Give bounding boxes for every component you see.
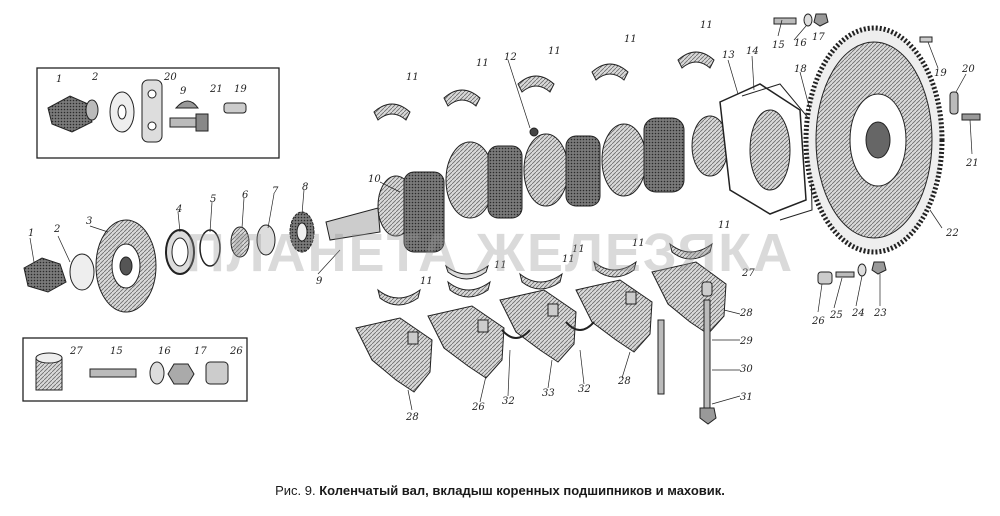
flywheel-lock-plate bbox=[949, 91, 981, 121]
callout-4: 4 bbox=[175, 204, 182, 215]
callout-16: 16 bbox=[794, 38, 807, 49]
callout-b26: 26 bbox=[229, 346, 243, 357]
callout-21a: 21 bbox=[209, 84, 223, 95]
callout-28a: 28 bbox=[739, 308, 753, 319]
inset-box-bottom: 27 15 16 17 26 bbox=[22, 337, 248, 402]
callout-20a: 20 bbox=[163, 72, 177, 83]
callout-11g: 11 bbox=[494, 260, 507, 271]
callout-numbers: 1 2 3 4 5 6 7 8 9 10 12 13 14 15 16 17 1… bbox=[28, 20, 979, 423]
callout-22: 22 bbox=[945, 228, 959, 239]
figure-caption: Рис. 9. Коленчатый вал, вкладыш коренных… bbox=[0, 483, 1000, 498]
inset-lock-plate bbox=[141, 79, 163, 143]
callout-17: 17 bbox=[812, 32, 825, 43]
inset-box-top: 1 2 20 9 21 19 bbox=[36, 67, 280, 159]
callout-2a: 2 bbox=[91, 72, 98, 83]
leader-lines bbox=[29, 19, 973, 411]
flywheel-washer bbox=[803, 13, 829, 27]
callout-26: 26 bbox=[811, 316, 825, 327]
callout-7: 7 bbox=[272, 186, 279, 197]
cap-bolts bbox=[657, 281, 717, 425]
callout-25: 25 bbox=[829, 310, 843, 321]
inset-washer bbox=[109, 91, 135, 133]
callout-26a: 26 bbox=[471, 402, 485, 413]
callout-11k: 11 bbox=[572, 244, 585, 255]
callout-24: 24 bbox=[851, 308, 865, 319]
front-washer bbox=[69, 253, 95, 291]
inset-washer-2 bbox=[149, 361, 165, 385]
upper-bearing-shells bbox=[373, 51, 715, 121]
callout-9: 9 bbox=[316, 276, 323, 287]
inset-pulley-hub bbox=[47, 95, 99, 133]
callout-31: 31 bbox=[740, 392, 753, 403]
callout-14: 14 bbox=[746, 46, 759, 57]
inset-key bbox=[174, 100, 199, 109]
callout-5: 5 bbox=[210, 194, 216, 205]
flywheel-bolt bbox=[773, 17, 797, 25]
caption-prefix: Рис. 9. bbox=[275, 483, 316, 498]
timing-gear bbox=[289, 211, 315, 253]
callout-10: 10 bbox=[368, 174, 381, 185]
inset-bushing bbox=[35, 352, 63, 391]
callout-20: 20 bbox=[961, 64, 975, 75]
callout-13: 13 bbox=[722, 50, 735, 61]
callout-29: 29 bbox=[739, 336, 753, 347]
crankshaft bbox=[325, 115, 729, 253]
crankshaft-pulley bbox=[95, 219, 157, 313]
spacer-ring bbox=[230, 224, 276, 258]
callout-23: 23 bbox=[873, 308, 887, 319]
callout-11f: 11 bbox=[420, 276, 433, 287]
callout-b27: 27 bbox=[69, 346, 83, 357]
callout-11d: 11 bbox=[624, 34, 637, 45]
inset-pin bbox=[223, 102, 247, 114]
dowel-sleeves bbox=[407, 291, 637, 345]
callout-12: 12 bbox=[504, 52, 517, 63]
callout-11b: 11 bbox=[476, 58, 489, 69]
inset-bolt bbox=[169, 113, 209, 132]
callout-27: 27 bbox=[741, 268, 755, 279]
callout-9a: 9 bbox=[180, 86, 187, 97]
callout-b15: 15 bbox=[110, 346, 123, 357]
callout-28b: 28 bbox=[405, 412, 419, 423]
callout-11h: 11 bbox=[562, 254, 575, 265]
callout-11c: 11 bbox=[548, 46, 561, 57]
callout-18: 18 bbox=[794, 64, 807, 75]
callout-1: 1 bbox=[28, 228, 34, 239]
rear-seal-housing bbox=[719, 83, 841, 221]
callout-11i: 11 bbox=[632, 238, 645, 249]
callout-19: 19 bbox=[934, 68, 947, 79]
right-fasteners bbox=[817, 261, 887, 285]
caption-title: Коленчатый вал, вкладыш коренных подшипн… bbox=[319, 483, 725, 498]
callout-11a: 11 bbox=[406, 72, 419, 83]
front-hub bbox=[23, 257, 67, 293]
inset-nut bbox=[167, 363, 195, 385]
callout-30: 30 bbox=[740, 364, 753, 375]
thrust-washers bbox=[501, 321, 595, 339]
callout-21: 21 bbox=[965, 158, 979, 169]
callout-33: 33 bbox=[542, 388, 555, 399]
callout-b17: 17 bbox=[194, 346, 207, 357]
flywheel bbox=[803, 25, 945, 255]
lower-bearing-shells bbox=[377, 242, 713, 306]
callout-32a: 32 bbox=[502, 396, 515, 407]
callout-28c: 28 bbox=[617, 376, 631, 387]
oil-seal bbox=[165, 229, 195, 275]
callout-3: 3 bbox=[86, 216, 92, 227]
callout-11j: 11 bbox=[718, 220, 731, 231]
inset-sleeve bbox=[205, 361, 229, 385]
callout-11e: 11 bbox=[700, 20, 713, 31]
callout-32b: 32 bbox=[578, 384, 591, 395]
callout-2: 2 bbox=[53, 224, 60, 235]
callout-1a: 1 bbox=[56, 74, 62, 85]
callout-19a: 19 bbox=[234, 84, 247, 95]
callout-6: 6 bbox=[242, 190, 249, 201]
callout-8: 8 bbox=[302, 182, 308, 193]
callout-15: 15 bbox=[772, 40, 785, 51]
locating-pin bbox=[919, 36, 933, 43]
oil-deflector bbox=[199, 229, 221, 267]
inset-stud bbox=[89, 368, 137, 378]
callout-b16: 16 bbox=[158, 346, 171, 357]
